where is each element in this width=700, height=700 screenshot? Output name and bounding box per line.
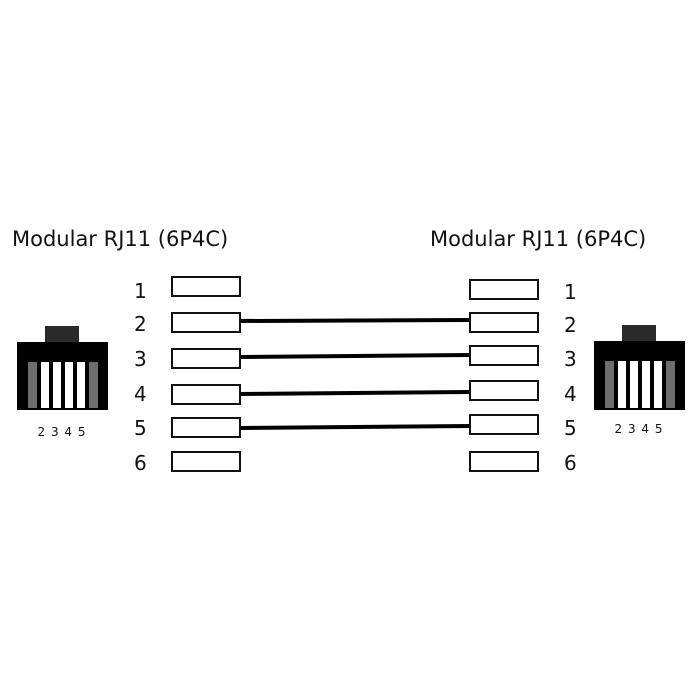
left-pin-2 — [171, 312, 241, 333]
left-pin-number: 4 — [134, 382, 147, 406]
right-pin-3 — [469, 345, 539, 366]
right-pin-number: 6 — [564, 451, 577, 475]
right-connector-title: Modular RJ11 (6P4C) — [430, 227, 646, 251]
right-pin-4 — [469, 380, 539, 401]
wire-5 — [239, 424, 471, 430]
right-pin-5 — [469, 414, 539, 435]
right-rj11-plug-icon — [594, 325, 685, 410]
right-pin-number: 5 — [564, 416, 577, 440]
right-pin-number: 3 — [564, 347, 577, 371]
left-pin-number: 6 — [134, 451, 147, 475]
right-contact-label: 2 3 4 5 — [615, 422, 664, 436]
left-pin-5 — [171, 417, 241, 438]
left-pin-number: 1 — [134, 279, 147, 303]
left-pin-6 — [171, 451, 241, 472]
wire-2 — [239, 318, 471, 323]
right-pin-number: 1 — [564, 280, 577, 304]
wire-3 — [239, 353, 471, 359]
left-pin-4 — [171, 384, 241, 405]
right-pins: 1 2 3 4 5 6 — [469, 279, 577, 475]
left-pin-number: 2 — [134, 312, 147, 336]
right-pin-1 — [469, 279, 539, 300]
right-pin-2 — [469, 312, 539, 333]
right-pin-number: 2 — [564, 313, 577, 337]
left-pin-3 — [171, 348, 241, 369]
left-contact-label: 2 3 4 5 — [38, 425, 87, 439]
left-pin-number: 3 — [134, 347, 147, 371]
left-rj11-plug-icon — [17, 326, 108, 410]
right-pin-6 — [469, 451, 539, 472]
left-pin-number: 5 — [134, 416, 147, 440]
left-pin-1 — [171, 276, 241, 297]
wire-4 — [239, 390, 471, 396]
right-pin-number: 4 — [564, 382, 577, 406]
left-pins: 1 2 3 4 5 6 — [134, 276, 241, 475]
left-connector-title: Modular RJ11 (6P4C) — [12, 227, 228, 251]
